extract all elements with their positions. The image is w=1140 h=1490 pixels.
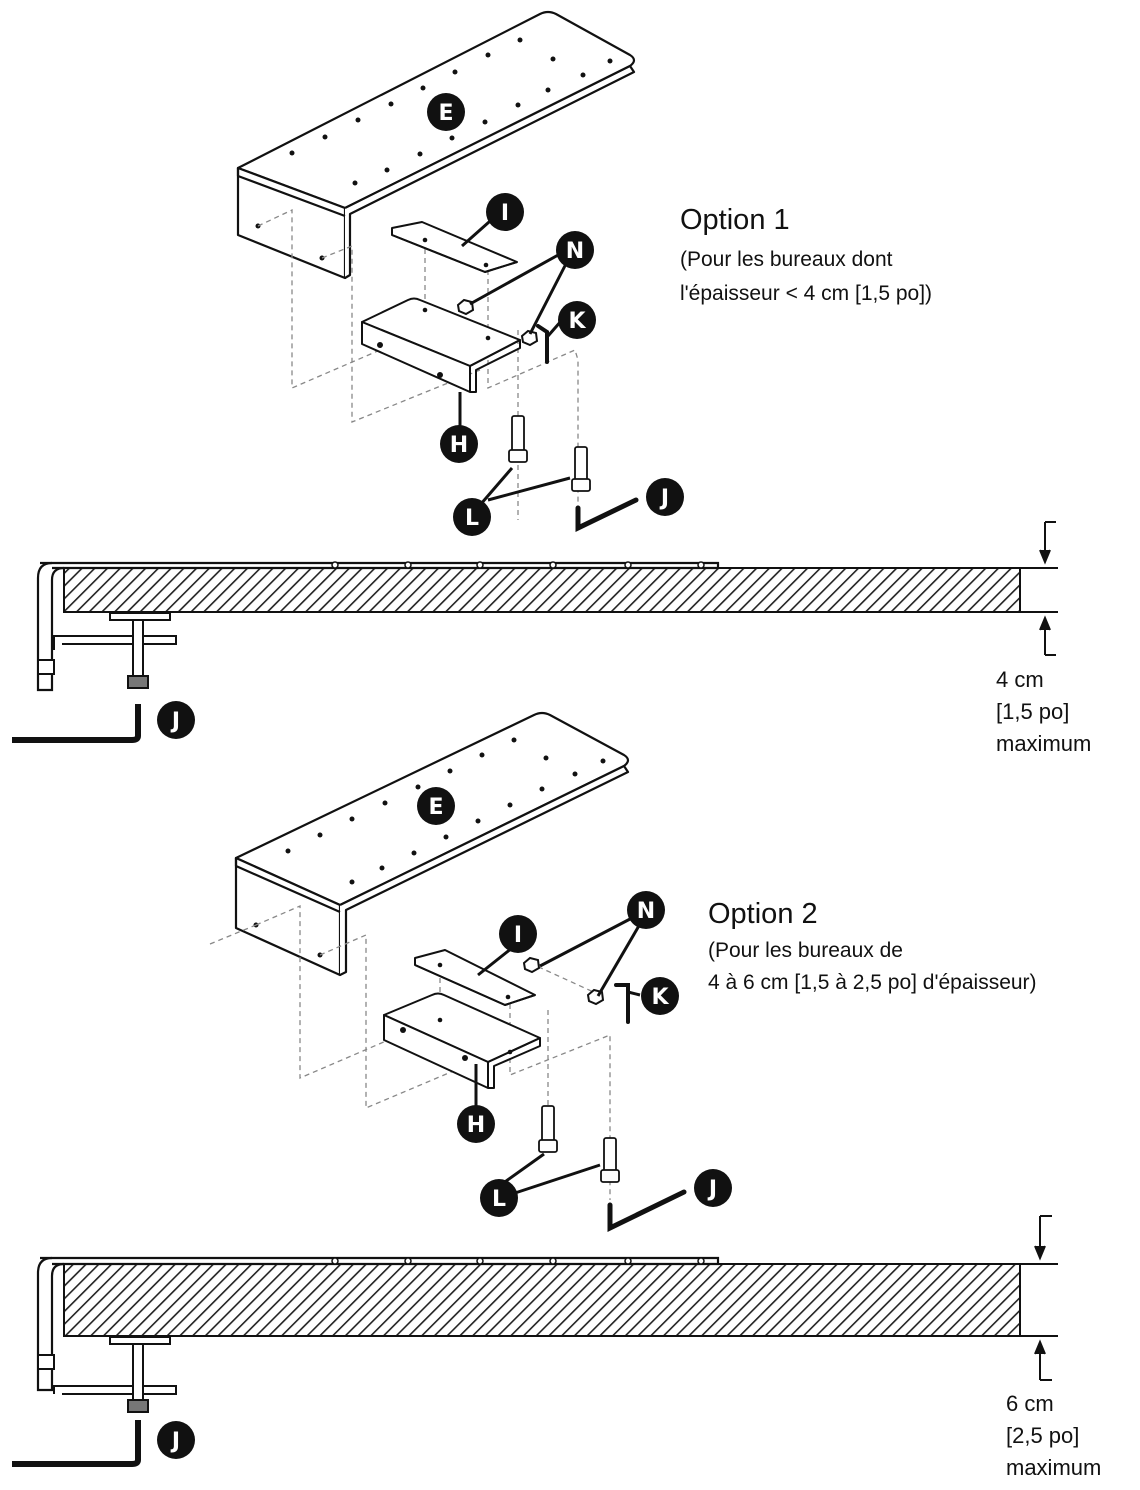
option1-callout-j-bottom: J (157, 701, 195, 739)
option2-plate-holes (437, 962, 511, 1000)
svg-text:J: J (170, 1429, 180, 1454)
option2-bracket-e (234, 711, 630, 977)
svg-text:I: I (514, 923, 522, 948)
option2-plate-i (414, 949, 536, 1006)
option2-callout-l: L (480, 1179, 518, 1217)
option1-callout-n: N (556, 231, 594, 269)
option2-nuts-n (522, 956, 605, 1006)
option2-callout-e: E (417, 787, 455, 825)
option1-desk-section (12, 561, 1021, 743)
option2-dimension-marks (1020, 1215, 1058, 1381)
option1-key-k (536, 324, 549, 364)
svg-text:N: N (637, 899, 655, 924)
option1-title: Option 1 (680, 204, 790, 236)
option1-h-holes (377, 307, 491, 378)
svg-text:J: J (170, 709, 180, 734)
svg-text:J: J (659, 486, 669, 511)
option1-bracket-h (361, 297, 521, 393)
option1-plate-holes (422, 237, 489, 268)
option2-bolts-l (538, 1105, 620, 1183)
option1-dim-line3: maximum (996, 731, 1092, 756)
svg-text:K: K (568, 309, 586, 334)
option2-desk-section (12, 1256, 1021, 1467)
option1-dimension-marks (1020, 521, 1058, 656)
svg-text:K: K (651, 985, 669, 1010)
option2-h-holes (400, 1017, 513, 1061)
option1-dim-line2: [1,5 po] (996, 699, 1070, 724)
svg-text:H: H (450, 433, 468, 458)
svg-text:E: E (428, 795, 443, 820)
option2-dim-line1: 6 cm (1006, 1391, 1054, 1416)
svg-text:N: N (566, 239, 584, 264)
option1-callout-h: H (440, 425, 478, 463)
option1-key-j-small (575, 497, 639, 532)
option2-dim-line2: [2,5 po] (1006, 1423, 1080, 1448)
option1-callout-k: K (558, 301, 596, 339)
option2-title: Option 2 (708, 898, 818, 930)
option2-callout-j-top: J (694, 1169, 732, 1207)
option2-key-j-small (607, 1189, 687, 1232)
option1-callout-l: L (453, 498, 491, 536)
option2-callout-i: I (499, 915, 537, 953)
option2-diagram: E I N K H L J J (12, 711, 1058, 1467)
svg-text:E: E (438, 101, 453, 126)
option2-dim-line3: maximum (1006, 1455, 1102, 1480)
option1-subtitle-line1: (Pour les bureaux dont (680, 248, 893, 271)
svg-text:J: J (707, 1177, 717, 1202)
option2-key-k (614, 983, 630, 1024)
option2-subtitle-line1: (Pour les bureaux de (708, 939, 903, 962)
option2-callout-j-bottom: J (157, 1421, 195, 1459)
option2-callout-k: K (641, 977, 679, 1015)
option1-diagram: E I N K H L J J (12, 10, 1058, 743)
option1-dim-line1: 4 cm (996, 667, 1044, 692)
option1-bolts-l (508, 415, 591, 492)
option1-nuts-n (456, 298, 539, 347)
option1-callout-j-top: J (646, 478, 684, 516)
option2-subtitle-line2: 4 à 6 cm [1,5 à 2,5 po] d'épaisseur) (708, 971, 1037, 994)
svg-text:L: L (465, 506, 479, 531)
option1-callout-i: I (486, 193, 524, 231)
option2-bracket-h (383, 992, 541, 1089)
svg-text:H: H (467, 1113, 485, 1138)
option2-callout-h: H (457, 1105, 495, 1143)
option1-subtitle-line2: l'épaisseur < 4 cm [1,5 po]) (680, 282, 933, 305)
svg-text:I: I (501, 201, 509, 226)
option2-leader-lines (474, 916, 642, 1196)
option2-callout-n: N (627, 891, 665, 929)
option1-plate-i (391, 221, 518, 273)
svg-text:L: L (492, 1187, 506, 1212)
option1-callout-e: E (427, 93, 465, 131)
